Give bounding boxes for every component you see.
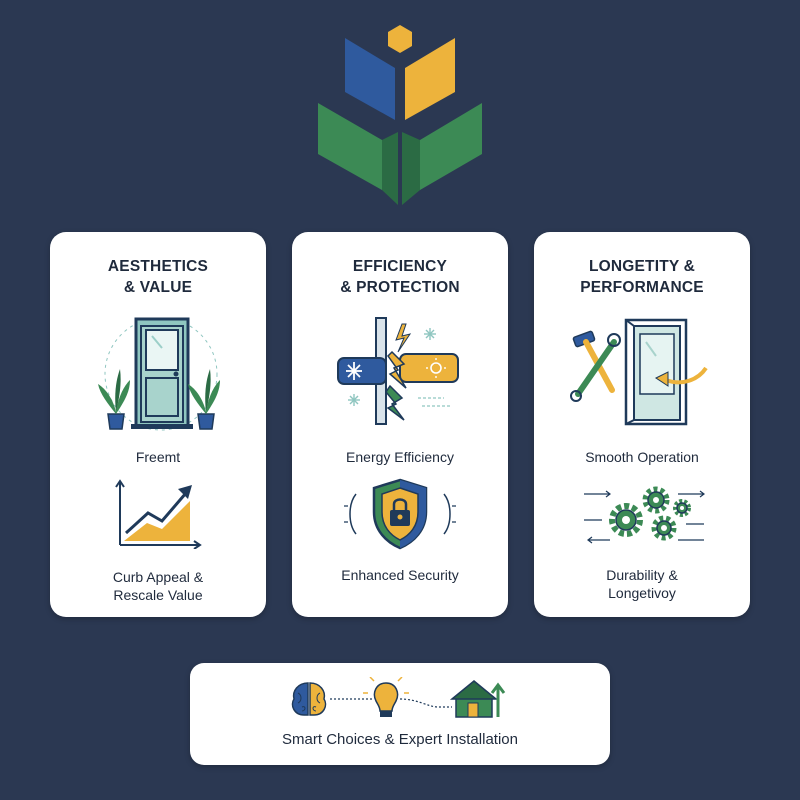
door-with-plants-icon xyxy=(98,317,220,431)
tools-door-icon xyxy=(570,318,708,426)
logo-icon xyxy=(318,25,482,205)
bottom-panel: Smart Choices & Expert Installation xyxy=(190,663,610,765)
brain-icon xyxy=(291,682,327,716)
shield-lock-icon xyxy=(344,478,456,550)
card-longevity: LONGETITY & PERFORMANCE Smooth Operation xyxy=(534,232,750,617)
card-title: EFFICIENCY & PROTECTION xyxy=(340,258,460,296)
feature-label: Smooth Operation xyxy=(585,449,699,465)
rising-chart-icon xyxy=(115,479,202,549)
house-growth-icon xyxy=(449,680,506,718)
feature-label: Freemt xyxy=(135,449,181,465)
process-icons xyxy=(291,677,506,718)
card-title: AESTHETICS & VALUE xyxy=(107,258,209,296)
card-efficiency: EFFICIENCY & PROTECTION Energy Efficienc… xyxy=(292,232,508,617)
feature-label: Enhanced Security xyxy=(341,567,459,583)
gears-icon xyxy=(584,486,705,544)
feature-label: Durability & Longetivoy xyxy=(606,567,678,601)
hot-cold-barrier-icon xyxy=(337,317,459,425)
feature-label: Curb Appeal & Rescale Value xyxy=(112,569,204,603)
feature-label: Energy Efficiency xyxy=(346,449,454,465)
lightbulb-icon xyxy=(363,677,409,717)
card-title: LONGETITY & PERFORMANCE xyxy=(580,258,704,296)
card-aesthetics: AESTHETICS & VALUE Freemt Curb Appeal & … xyxy=(50,232,266,617)
bottom-label: Smart Choices & Expert Installation xyxy=(282,731,518,748)
